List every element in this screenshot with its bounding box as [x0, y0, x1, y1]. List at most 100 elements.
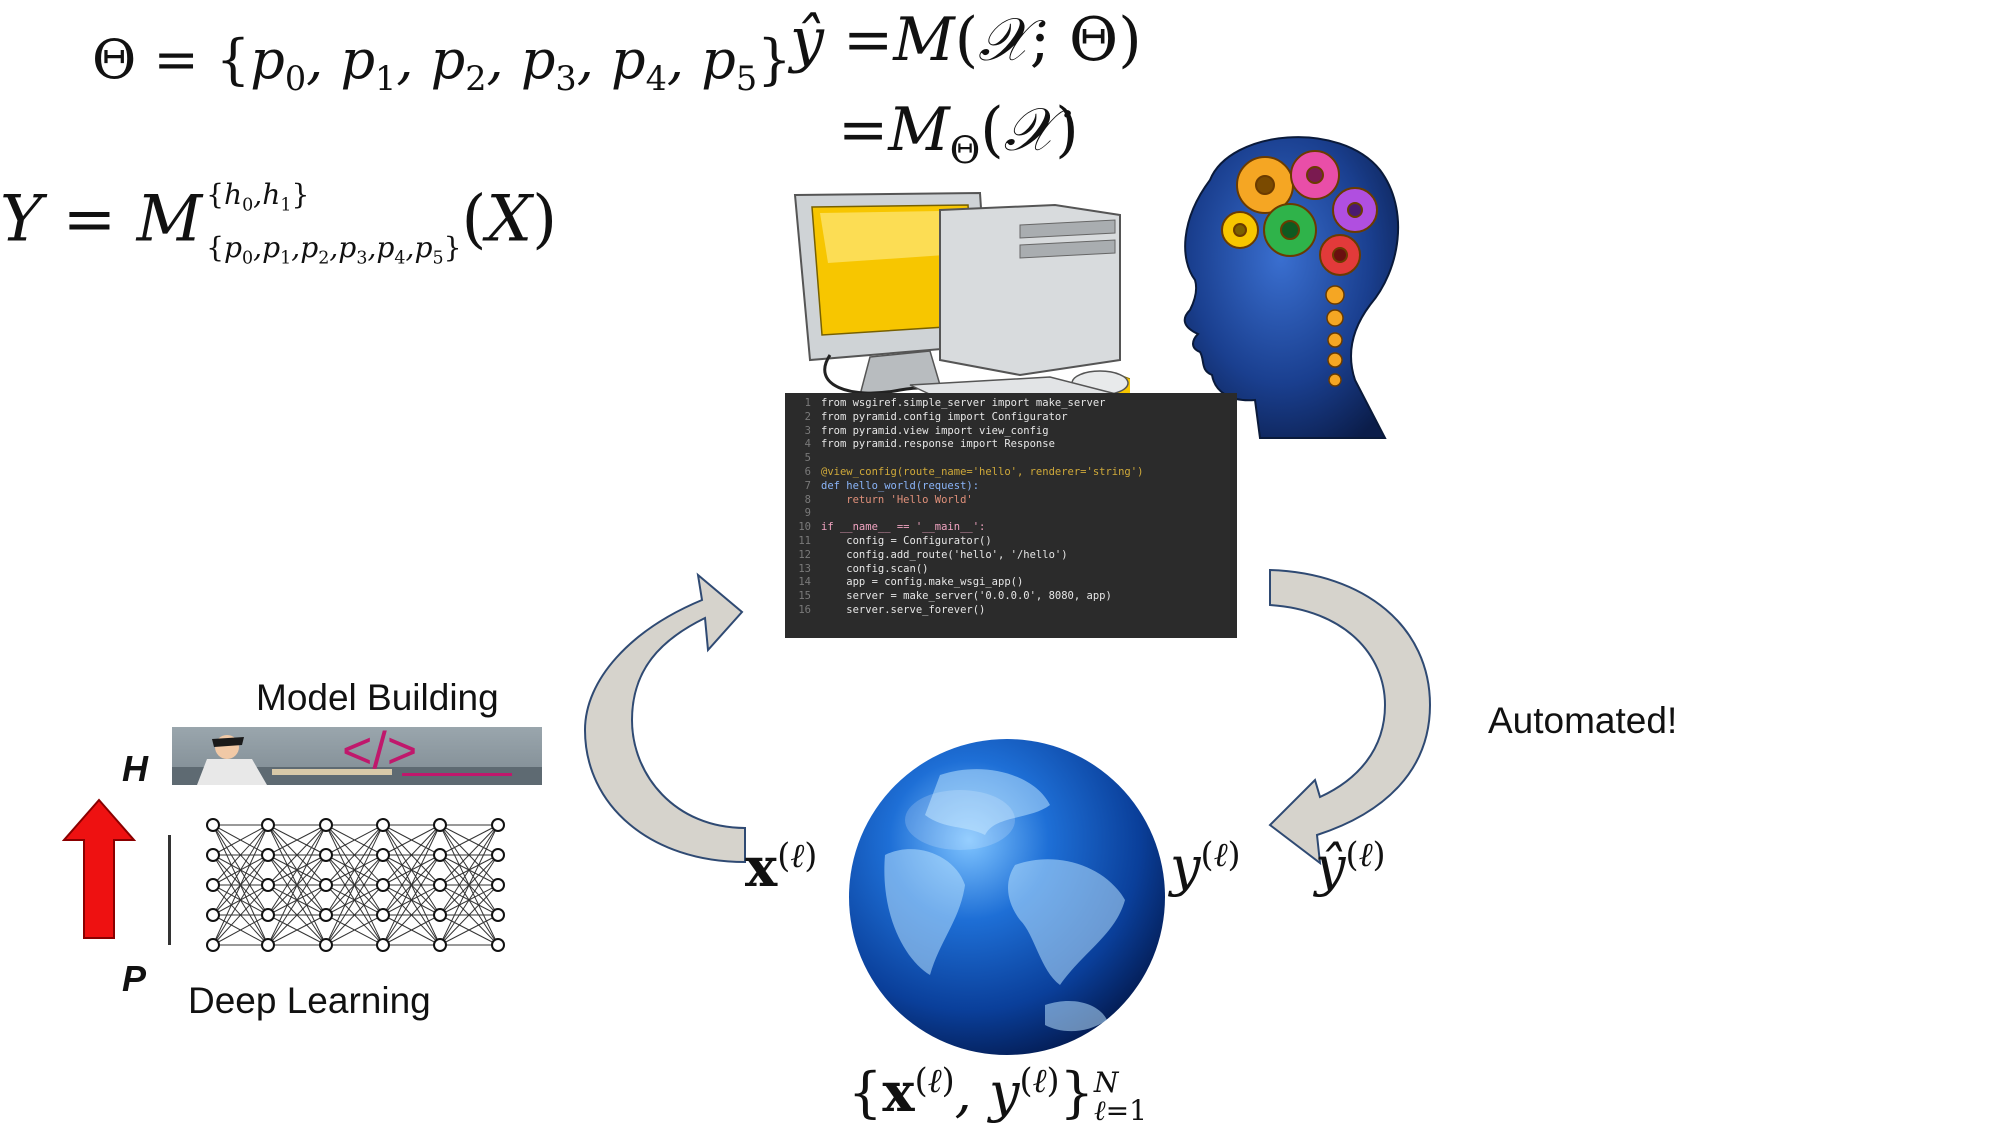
network-edge — [439, 854, 499, 946]
network-node — [319, 848, 333, 862]
network-node — [433, 938, 447, 952]
network-edge — [439, 824, 499, 886]
network-node — [206, 848, 220, 862]
y-ell-label: y(ℓ) — [1170, 835, 1241, 898]
network-node — [491, 848, 505, 862]
network-edge — [212, 824, 269, 856]
network-edge — [382, 824, 441, 946]
network-node — [491, 938, 505, 952]
network-edge — [212, 854, 269, 946]
network-edge — [267, 914, 327, 946]
network-edge — [325, 824, 384, 946]
network-edge — [325, 824, 384, 886]
axis-label-p: P — [122, 958, 147, 999]
network-edge — [439, 824, 499, 946]
network-node — [261, 938, 275, 952]
network-node — [206, 938, 220, 952]
network-edge — [212, 824, 269, 946]
network-edge — [325, 824, 384, 856]
neural-network-diagram — [206, 818, 505, 952]
network-edge — [382, 824, 441, 886]
network-node — [376, 938, 390, 952]
network-node — [491, 878, 505, 892]
network-edge — [267, 884, 327, 946]
network-edge — [325, 824, 384, 916]
code-line: 12 config.add_route('hello', '/hello') — [798, 548, 1068, 561]
network-node — [433, 848, 447, 862]
network-node — [376, 848, 390, 862]
network-edge — [212, 824, 269, 886]
prediction-formula-line2: =MΘ(𝒳) — [838, 95, 1079, 172]
network-node — [319, 908, 333, 922]
curved-arrow-left — [583, 572, 746, 864]
network-node — [319, 938, 333, 952]
network-edge — [267, 824, 327, 856]
network-edge — [267, 824, 327, 886]
network-edge — [212, 884, 269, 946]
code-line: 16 server.serve_forever() — [798, 603, 986, 616]
network-edge — [267, 824, 327, 916]
network-edge — [325, 884, 384, 946]
code-line: 5 — [804, 452, 811, 465]
network-node — [319, 818, 333, 832]
network-edge — [325, 914, 384, 946]
network-edge — [439, 914, 499, 946]
computer-illustration — [793, 191, 1130, 414]
yhat-ell-label: ŷ(ℓ) — [1315, 835, 1386, 898]
network-edge — [382, 854, 441, 946]
network-node — [206, 878, 220, 892]
globe-icon — [849, 739, 1165, 1055]
deep-learning-label: Deep Learning — [188, 980, 431, 1021]
network-edge — [439, 824, 499, 856]
network-node — [206, 908, 220, 922]
network-edge — [382, 914, 441, 946]
network-edge — [212, 824, 269, 916]
axis-label-h: H — [122, 748, 148, 789]
automated-label: Automated! — [1488, 700, 1678, 741]
network-node — [261, 878, 275, 892]
network-edge — [439, 824, 499, 916]
prediction-formula-line1: ŷ =M(𝒳; Θ) — [790, 5, 1142, 75]
code-line: 14 app = config.make_wsgi_app() — [798, 576, 1024, 589]
network-node — [206, 818, 220, 832]
network-node — [376, 818, 390, 832]
theta-formula: Θ = {p0, p1, p2, p3, p4, p5} — [92, 28, 792, 98]
network-node — [433, 818, 447, 832]
brain-gears-illustration — [1183, 136, 1400, 439]
network-node — [261, 818, 275, 832]
network-node — [433, 908, 447, 922]
code-line: 6@view_config(route_name='hello', render… — [804, 465, 1144, 478]
curved-arrow-right — [1268, 568, 1432, 865]
programmer-banner: </> — [172, 727, 542, 785]
network-edge — [382, 884, 441, 946]
network-node — [319, 878, 333, 892]
network-edge — [382, 824, 441, 916]
network-node — [491, 818, 505, 832]
network-node — [261, 908, 275, 922]
network-node — [376, 878, 390, 892]
model-building-label: Model Building — [256, 677, 499, 718]
network-node — [433, 878, 447, 892]
code-line: 11 config = Configurator() — [798, 534, 992, 547]
network-edge — [325, 854, 384, 946]
axis-line — [168, 835, 171, 945]
code-tag-icon: </> — [342, 727, 418, 780]
network-node — [376, 908, 390, 922]
code-line: 13 config.scan() — [798, 562, 929, 575]
network-edge — [212, 914, 269, 946]
network-edge — [439, 884, 499, 946]
code-line: 15 server = make_server('0.0.0.0', 8080,… — [798, 590, 1112, 603]
code-line: 9 — [804, 507, 811, 520]
red-up-arrow-icon — [62, 798, 136, 939]
model-formula: Y = M{h0,h1}{p0,p1,p2,p3,p4,p5}(X) — [0, 178, 558, 269]
network-node — [491, 908, 505, 922]
network-node — [261, 848, 275, 862]
